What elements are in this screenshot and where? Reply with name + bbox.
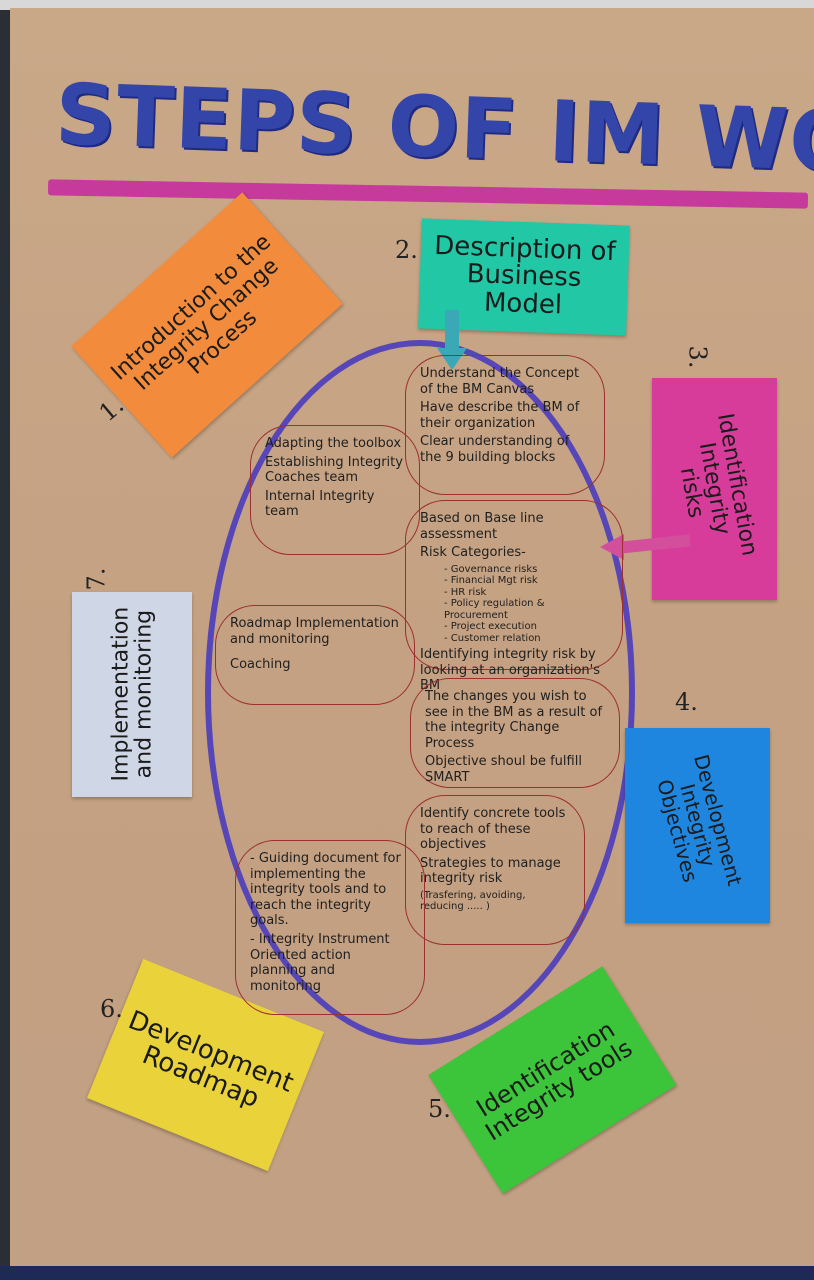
floor-strip [0,1266,814,1280]
step-3-number: 3. [683,345,712,369]
wall-background [0,0,814,10]
note-tools-1: Identify concrete tools to reach of thes… [420,806,566,853]
step-6-number: 6. [100,995,123,1023]
note-intro-3: Internal Integrity team [265,488,375,520]
note-bm-2: Have describe the BM of their organizati… [420,400,580,431]
note-roadmap-2: - Integrity Instrument Oriented action p… [250,931,390,994]
risk-category: - Policy regulation & Procurement [444,598,545,621]
note-tools-2: Strategies to manage integrity risk [420,855,561,887]
step-2-label: Description of Business Model [433,230,617,320]
risk-category: - Governance risks [444,563,538,575]
note-roadmap-1: - Guiding document for implementing the … [250,851,401,929]
bubble-intro: Adapting the toolbox Establishing Integr… [250,425,420,555]
risk-category: - Customer relation [444,632,541,644]
note-risks-head-1: Based on Base line assessment [420,511,544,542]
risk-category: - Financial Mgt risk [444,575,538,587]
risk-category: - HR risk [444,586,487,598]
risk-category: - Project execution [444,621,537,633]
bubble-objectives: The changes you wish to see in the BM as… [410,678,620,788]
risk-category-list: - Governance risks - Financial Mgt risk … [420,564,608,645]
bubble-risks: Based on Base line assessment Risk Categ… [405,500,623,693]
step-3-card: Identification Integrity risks [652,378,777,600]
note-intro-2: Establishing Integrity Coaches team [265,454,403,486]
note-obj-2: Objective shoul be fulfill SMART [425,754,582,785]
note-bm-3: Clear understanding of the 9 building bl… [420,434,570,465]
step-2-number: 2. [395,236,418,264]
bubble-business-model: Understand the Concept of the BM Canvas … [405,355,605,495]
note-intro-1: Adapting the toolbox [265,436,402,451]
step-6-label: Development Roadmap [124,1005,298,1114]
note-risks-head-2: Risk Categories- [420,545,526,561]
step-7-label: Implementation and monitoring [107,607,157,782]
step-7-number: 7. [82,567,111,591]
note-tools-3: (Trasfering, avoiding, reducing ..... ) [420,889,526,913]
central-oval [205,340,635,1045]
step-4-number: 4. [675,688,698,716]
bubble-tools: Identify concrete tools to reach of thes… [405,795,585,945]
bubble-roadmap: - Guiding document for implementing the … [235,840,425,1015]
note-bm-1: Understand the Concept of the BM Canvas [420,366,580,397]
bubble-implementation: Roadmap Implementation and monitoring Co… [215,605,415,705]
note-impl-2: Coaching [230,657,291,673]
note-obj-1: The changes you wish to see in the BM as… [425,689,603,751]
step-4-card: Development Integrity Objectives [625,728,770,923]
step-4-label: Development Integrity Objectives [652,751,748,889]
note-impl-1: Roadmap Implementation and monitoring [230,616,399,647]
arrow-step-2 [445,310,459,350]
step-5-number: 5. [428,1095,451,1123]
step-7-card: Implementation and monitoring [72,592,192,797]
